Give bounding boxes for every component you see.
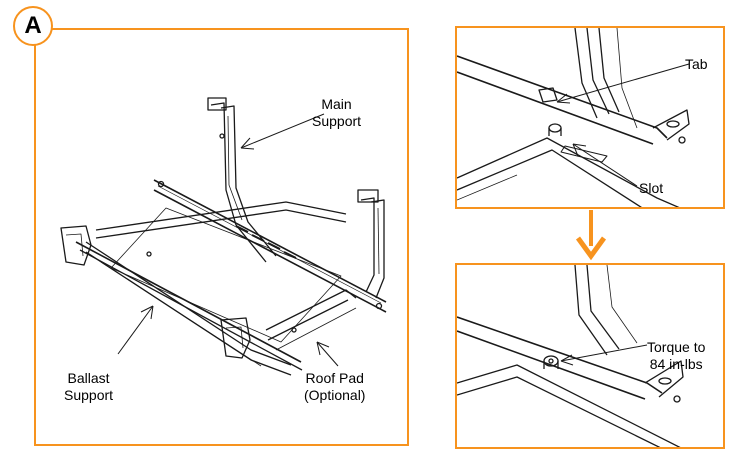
ballast-support-label: Ballast Support	[64, 370, 114, 403]
slot-label: Slot	[639, 180, 664, 196]
step-badge: A	[13, 6, 53, 46]
detail-tab-slot-panel: Tab Slot	[455, 26, 725, 209]
torque-label: Torque to 84 in-lbs	[647, 339, 706, 372]
detail-torque-panel: Torque to 84 in-lbs	[455, 263, 725, 449]
assembly-panel: Main Support Ballast Support Roof Pad (O…	[34, 28, 409, 446]
torque-drawing	[457, 265, 684, 447]
roof-pad-label: Roof Pad (Optional)	[304, 370, 366, 403]
main-support-label: Main Support	[312, 96, 362, 129]
assembly-drawing	[60, 97, 387, 376]
tab-slot-drawing	[457, 28, 690, 207]
tab-label: Tab	[685, 56, 708, 72]
